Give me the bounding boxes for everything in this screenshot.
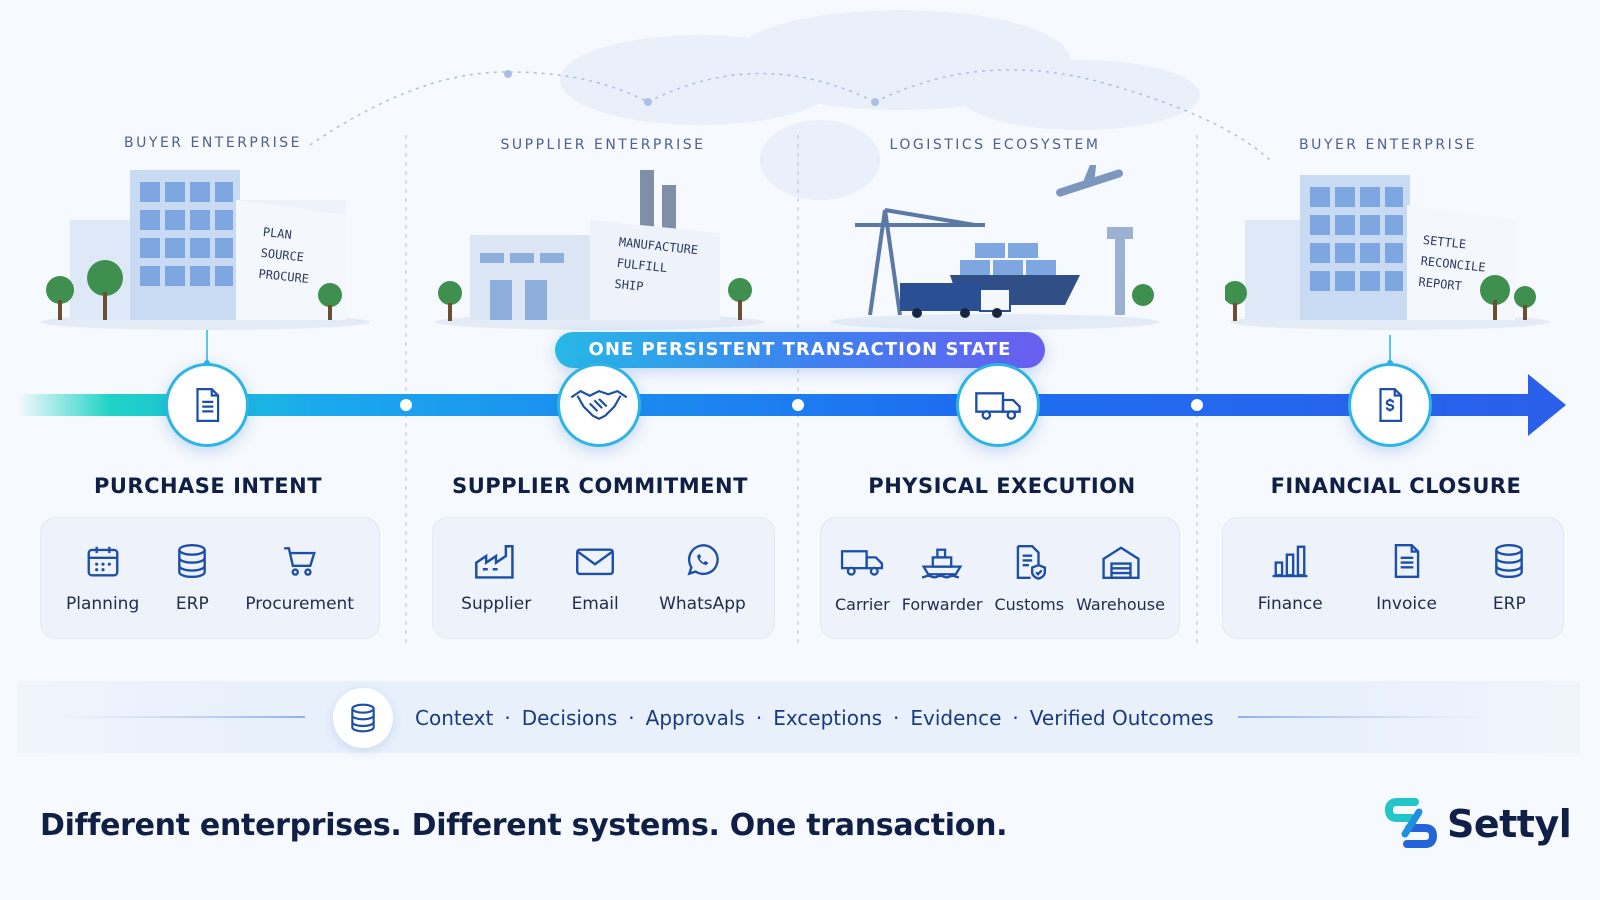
context-separator: · [755, 706, 763, 730]
database-icon [178, 543, 207, 579]
ship-icon [921, 548, 963, 578]
brand-name: Settyl [1447, 802, 1572, 846]
customs-icon [1016, 544, 1047, 580]
system-item-carrier: Carrier [835, 543, 890, 614]
whatsapp-icon [687, 544, 720, 576]
truck-icon [975, 392, 1021, 420]
database-icon [1495, 543, 1524, 579]
connection-arcs [309, 69, 1271, 161]
system-item-warehouse: Warehouse [1076, 543, 1165, 614]
system-item-invoice: Invoice [1376, 542, 1437, 614]
entity-label-supplier: SUPPLIER ENTERPRISE [500, 137, 706, 153]
stage-connectors [206, 330, 1391, 362]
context-separator: · [628, 706, 635, 730]
factory-icon [475, 544, 514, 579]
systems-card-supplier-commitment: Supplier Email WhatsApp [432, 517, 775, 639]
context-item: Decisions [521, 706, 618, 730]
column-dividers [405, 135, 1198, 645]
transaction-state-banner: ONE PERSISTENT TRANSACTION STATE [555, 332, 1045, 368]
context-item: Verified Outcomes [1029, 706, 1214, 730]
stage-3-circle [956, 363, 1040, 447]
buyer-building-text: PLAN SOURCE PROCURE [257, 224, 310, 286]
context-item: Evidence [910, 706, 1002, 730]
warehouse-icon [1101, 545, 1140, 579]
stage-4-circle [1348, 363, 1432, 447]
stage-title-supplier-commitment: SUPPLIER COMMITMENT [452, 474, 748, 498]
settyl-logo-icon [1385, 798, 1438, 848]
cart-icon [283, 547, 316, 576]
system-item-forwarder: Forwarder [902, 543, 982, 614]
system-item-customs: Customs [994, 543, 1064, 614]
handshake-icon [570, 389, 628, 421]
tagline: Different enterprises. Different systems… [40, 808, 1008, 843]
systems-card-financial-closure: Finance Invoice ERP [1222, 517, 1564, 639]
context-database-circle [333, 688, 393, 748]
entity-label-buyer: BUYER ENTERPRISE [124, 135, 302, 151]
envelope-icon [576, 548, 615, 576]
systems-card-physical-execution: Carrier Forwarder Customs Warehouse [820, 517, 1180, 639]
entity-label-buyer-2: BUYER ENTERPRISE [1299, 137, 1477, 153]
system-item-email: Email [572, 542, 619, 614]
buyer-finance-building-text: SETTLE RECONCILE REPORT [1417, 232, 1487, 294]
bar-chart-icon [1272, 545, 1308, 578]
buyer-finance-office-illustration [1225, 175, 1550, 330]
stage-title-purchase-intent: PURCHASE INTENT [93, 474, 323, 498]
world-map-shape [560, 10, 1200, 200]
band-line-right [1238, 716, 1488, 718]
stage-1-circle [165, 363, 249, 447]
systems-card-purchase-intent: Planning ERP Procurement [40, 517, 380, 639]
database-icon [351, 703, 375, 733]
context-separator: · [893, 706, 900, 730]
calendar-icon [87, 546, 119, 577]
context-items: Context · Decisions · Approvals · Except… [415, 704, 1214, 732]
entity-label-logistics: LOGISTICS ECOSYSTEM [889, 137, 1101, 153]
system-item-erp-2: ERP [1490, 542, 1528, 614]
context-item: Exceptions [773, 706, 883, 730]
timeline-dots [400, 399, 1203, 411]
stage-title-physical-execution: PHYSICAL EXECUTION [868, 474, 1136, 498]
truck-icon [841, 549, 884, 576]
supplier-factory-illustration [435, 170, 765, 330]
system-item-whatsapp: WhatsApp [659, 542, 746, 614]
brand-logo: Settyl [1385, 798, 1572, 850]
system-item-finance: Finance [1258, 542, 1323, 614]
supplier-building-text: MANUFACTURE FULFILL SHIP [613, 234, 699, 294]
context-item: Context [415, 706, 494, 730]
buyer-office-illustration [40, 170, 370, 330]
system-item-planning: Planning [66, 542, 139, 614]
timeline-bar [18, 394, 1548, 416]
logistics-port-illustration [830, 165, 1160, 330]
document-icon [1394, 543, 1419, 579]
stage-2-circle [557, 363, 641, 447]
timeline-arrowhead [1528, 374, 1566, 436]
system-item-procurement: Procurement [245, 542, 354, 614]
band-line-left [55, 716, 305, 718]
arc-nodes [504, 70, 879, 106]
context-separator: · [1012, 706, 1019, 730]
stage-title-financial-closure: FINANCIAL CLOSURE [1270, 474, 1522, 498]
context-item: Approvals [645, 706, 745, 730]
document-icon [196, 388, 220, 422]
invoice-dollar-icon [1379, 388, 1403, 422]
system-item-erp: ERP [173, 542, 211, 614]
context-separator: · [504, 706, 511, 730]
system-item-supplier: Supplier [461, 542, 531, 614]
